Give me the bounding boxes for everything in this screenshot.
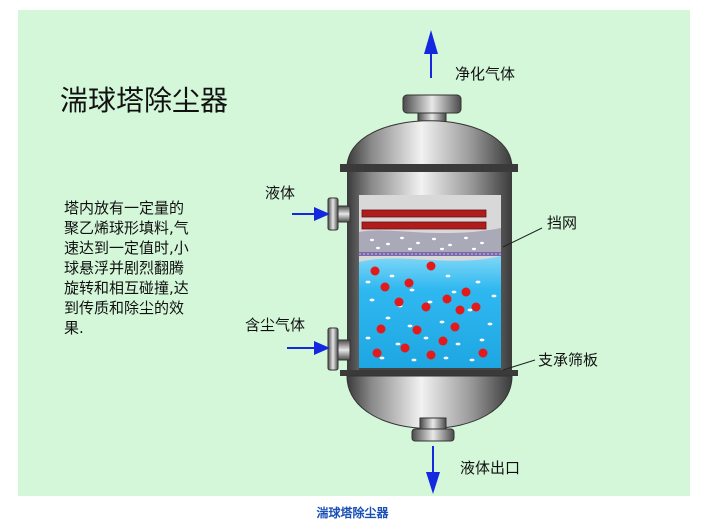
description-line: 球悬浮并剧烈翻腾 — [64, 259, 184, 277]
top-flange — [340, 164, 518, 172]
figure-caption: 湍球塔除尘器 — [316, 506, 389, 520]
dusty-gas-arrow — [287, 341, 330, 355]
dusty-gas-label: 含尘气体 — [245, 316, 305, 334]
support-plate-label: 支承筛板 — [538, 351, 598, 369]
bottom-flange — [340, 370, 518, 376]
support-plate-leader — [502, 359, 536, 371]
top-dome — [346, 120, 513, 169]
scrubber-diagram: 湍球塔除尘器 塔内放有一定量的 聚乙烯球形填料,气 速达到一定值时,小 球悬浮并… — [60, 30, 598, 494]
diagram-title: 湍球塔除尘器 — [60, 84, 228, 117]
fluidized-bed — [359, 256, 501, 368]
description-line: 果. — [64, 319, 84, 337]
liquid-distributor — [361, 209, 487, 230]
description-text: 塔内放有一定量的 聚乙烯球形填料,气 速达到一定值时,小 球悬浮并剧烈翻腾 旋转… — [64, 199, 189, 337]
mist-eliminator-leader — [502, 227, 543, 248]
mist-eliminator-mesh — [359, 252, 501, 256]
clean-gas-arrow — [424, 30, 438, 78]
description-line: 到传质和除尘的效 — [64, 299, 184, 317]
bottom-outlet-pipe — [411, 417, 455, 442]
liquid-out-label: 液体出口 — [460, 459, 520, 477]
gas-inlet-nozzle — [327, 327, 351, 371]
liquid-inlet-nozzle — [327, 197, 351, 231]
description-line: 聚乙烯球形填料,气 — [64, 219, 189, 237]
liquid-in-arrow — [292, 207, 330, 221]
foam-bubbles — [370, 236, 484, 251]
liquid-out-arrow — [426, 446, 440, 494]
packing-balls — [370, 261, 488, 360]
liquid-in-label: 液体 — [265, 184, 295, 202]
description-line: 速达到一定值时,小 — [64, 239, 189, 257]
description-line: 塔内放有一定量的 — [64, 199, 184, 217]
top-outlet-pipe — [402, 94, 462, 125]
description-line: 旋转和相互碰撞,达 — [64, 279, 189, 297]
foam-zone — [359, 228, 501, 252]
clean-gas-label: 净化气体 — [455, 65, 515, 83]
gas-bubbles — [365, 274, 497, 362]
mist-eliminator-label: 挡网 — [547, 214, 577, 232]
